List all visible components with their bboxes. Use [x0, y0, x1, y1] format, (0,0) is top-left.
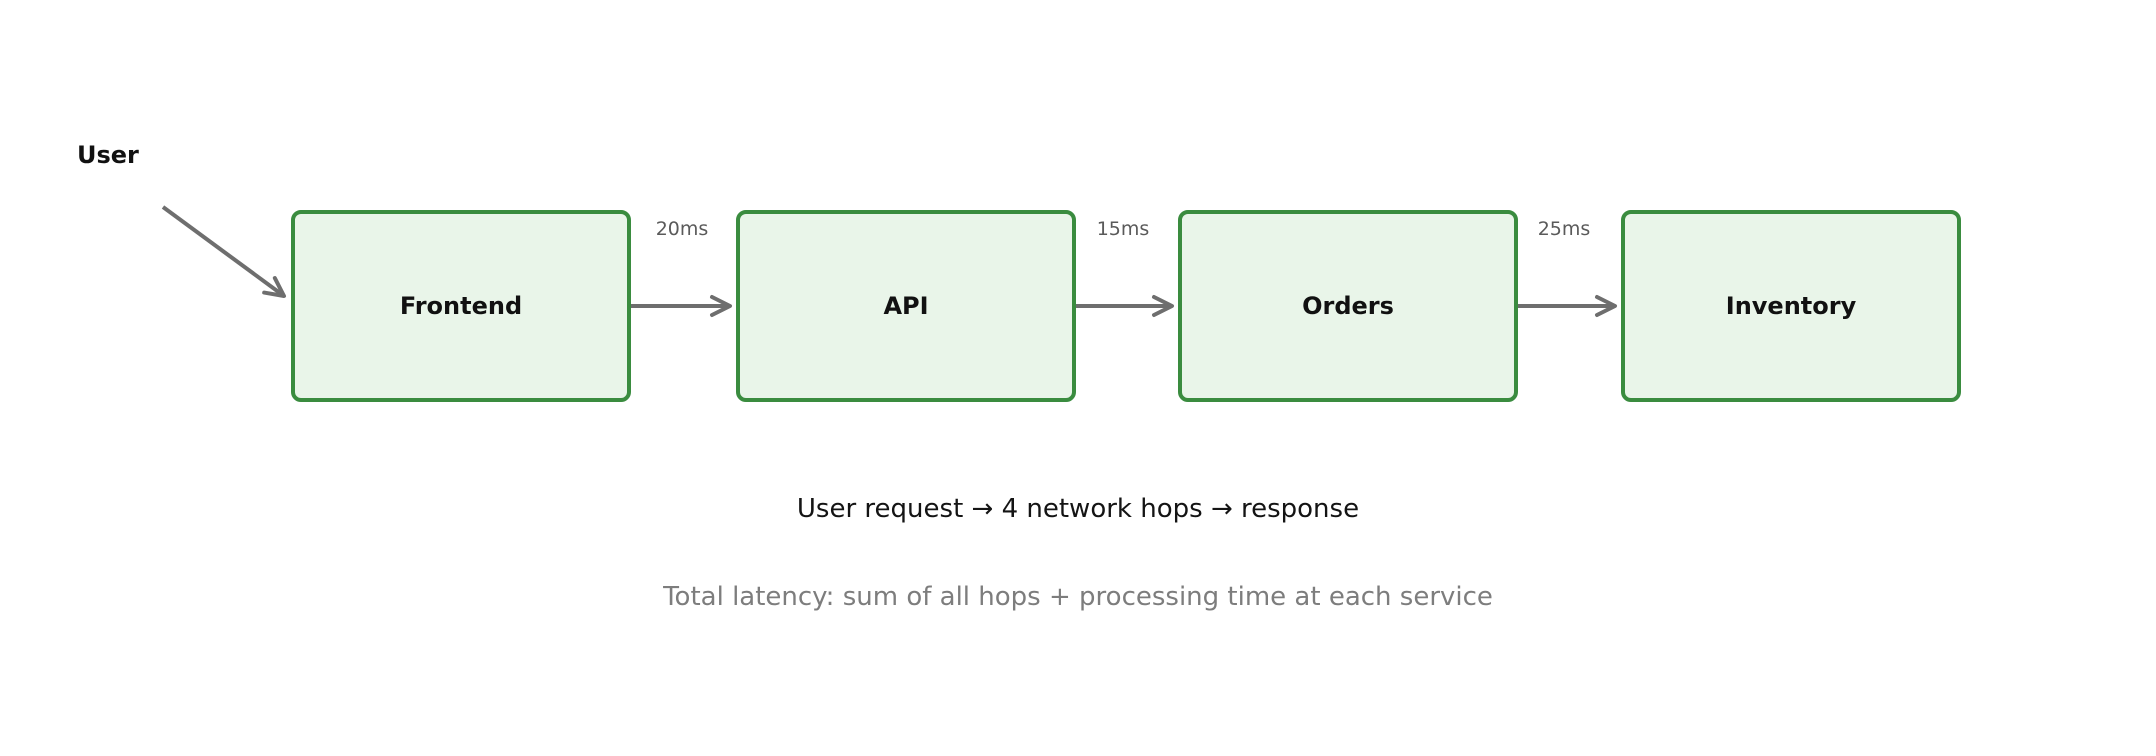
user-label: User [77, 141, 139, 169]
node-inventory: Inventory [1621, 210, 1961, 402]
caption-flow: User request → 4 network hops → response [796, 494, 1360, 524]
node-api: API [736, 210, 1076, 402]
node-orders-label: Orders [1302, 292, 1394, 320]
node-frontend-label: Frontend [399, 292, 523, 320]
hop-latency-orders-inventory: 25ms [1537, 218, 1591, 240]
user-to-frontend-arrow [161, 205, 286, 298]
node-frontend: Frontend [291, 210, 631, 402]
hop-latency-frontend-api: 20ms [655, 218, 709, 240]
node-inventory-label: Inventory [1725, 292, 1857, 320]
node-api-label: API [883, 292, 929, 320]
caption-total-latency: Total latency: sum of all hops + process… [663, 582, 1493, 612]
hop-latency-api-orders: 15ms [1096, 218, 1150, 240]
node-orders: Orders [1178, 210, 1518, 402]
